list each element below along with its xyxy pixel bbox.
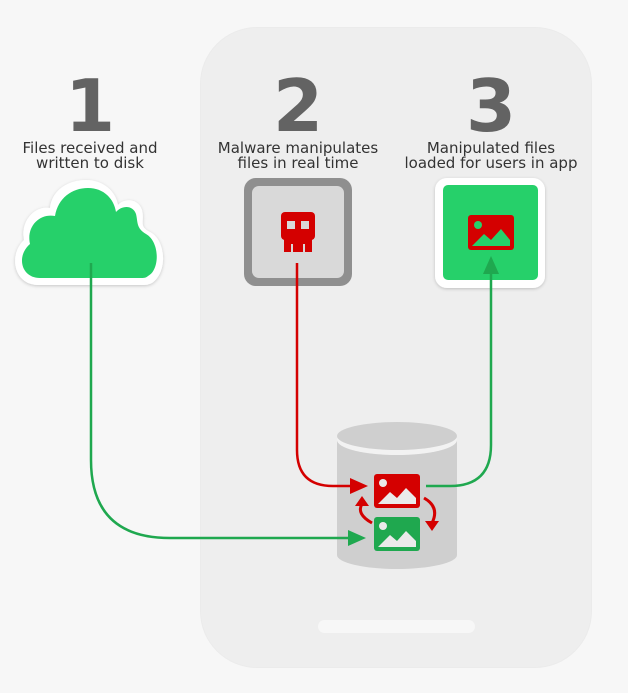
step-label-line2: written to disk: [36, 154, 144, 172]
flow-line-malware-to-storage: [295, 263, 352, 488]
step-2: 2 Malware manipulates files in real time: [205, 70, 391, 172]
step-label-line2: loaded for users in app: [404, 154, 578, 172]
manipulated-image-icon: [374, 474, 420, 508]
step-label-line2: files in real time: [237, 154, 359, 172]
swap-arrowhead-up: [355, 496, 369, 506]
image-icon: [468, 215, 514, 250]
step-1: 1 Files received and written to disk: [15, 70, 165, 172]
app-image-box: [435, 178, 545, 288]
flow-line-step1-to-storage: [89, 263, 350, 540]
step-label-line1: Manipulated files: [426, 139, 556, 157]
step-label-line1: Malware manipulates: [217, 139, 379, 157]
step-number: 2: [272, 64, 324, 148]
malware-box: [244, 178, 352, 286]
home-indicator: [318, 620, 475, 633]
step-label-line1: Files received and: [22, 139, 158, 157]
original-image-icon: [374, 517, 420, 551]
step-number: 1: [64, 64, 116, 148]
skull-icon: [281, 212, 315, 252]
arrowhead-red-in: [350, 478, 368, 494]
step-number: 3: [465, 64, 517, 148]
flow-line-storage-to-app: [426, 272, 493, 488]
swap-arrowhead-down: [425, 521, 439, 531]
cloud-icon: [15, 180, 164, 285]
arrowhead-green-up: [483, 256, 499, 274]
step-3: 3 Manipulated files loaded for users in …: [395, 70, 587, 172]
arrowhead-green-in: [348, 530, 366, 546]
